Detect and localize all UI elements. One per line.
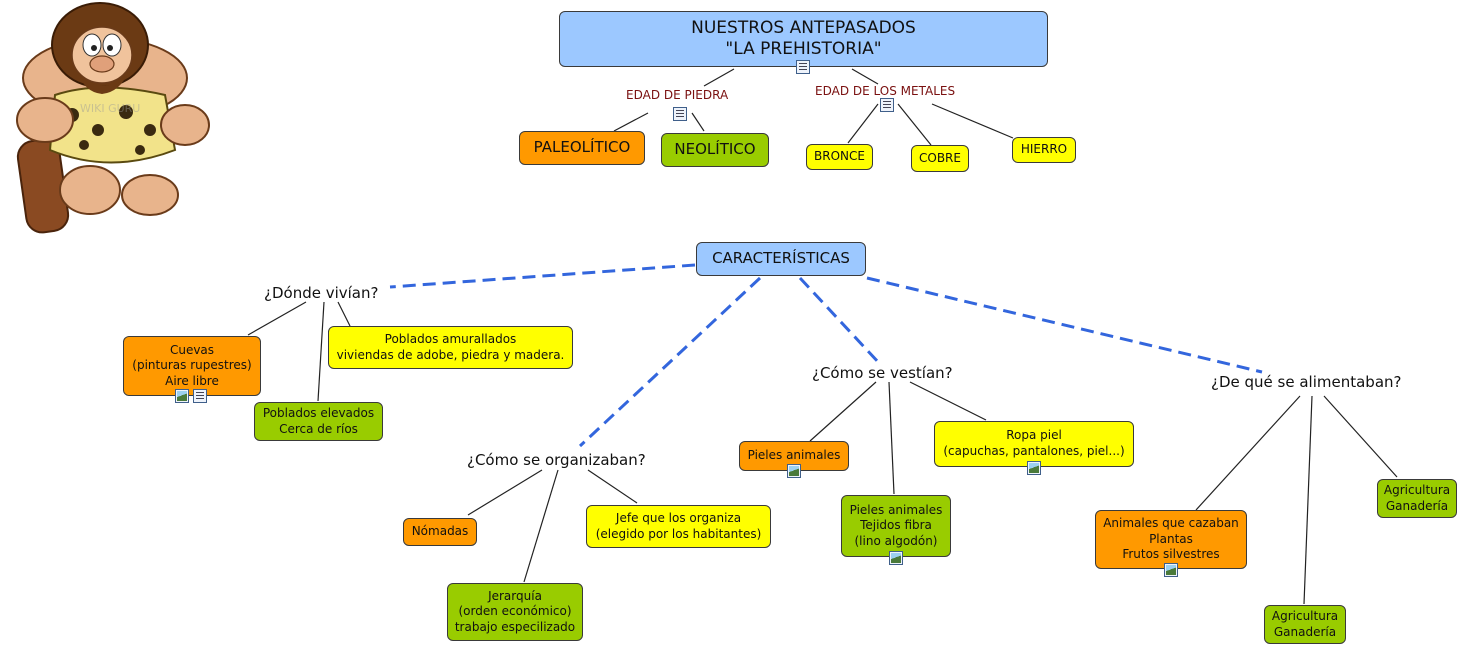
como-vestian-question[interactable]: ¿Cómo se vestían?	[812, 364, 953, 382]
link-vest-pieles	[809, 381, 877, 442]
jefe-node[interactable]: Jefe que los organiza (elegido por los h…	[586, 505, 771, 548]
document-icon[interactable]	[673, 107, 687, 121]
dashed-link-alimentaban	[866, 276, 1263, 374]
link-metales-hierro	[931, 103, 1014, 139]
root-title-line1: NUESTROS ANTEPASADOS	[691, 17, 916, 38]
jerarquia-node[interactable]: Jerarquía (orden económico) trabajo espe…	[447, 583, 583, 641]
link-org-nomadas	[467, 469, 543, 516]
dashed-link-donde	[389, 263, 696, 289]
paleolitico-node[interactable]: PALEOLÍTICO	[519, 131, 645, 165]
cobre-node[interactable]: COBRE	[911, 145, 969, 172]
dashed-link-organizaban	[578, 276, 762, 448]
link-donde-cuevas	[247, 301, 307, 336]
dashed-link-vestian	[798, 276, 882, 366]
nomadas-node[interactable]: Nómadas	[403, 518, 477, 546]
document-icon[interactable]	[880, 98, 894, 112]
image-icon[interactable]	[889, 551, 903, 565]
ropa-piel-node[interactable]: Ropa piel (capuchas, pantalones, piel...…	[934, 421, 1134, 467]
link-alim-animales	[1195, 395, 1301, 511]
hierro-node[interactable]: HIERRO	[1012, 137, 1076, 163]
edad-metales-label: EDAD DE LOS METALES	[815, 84, 956, 98]
link-vest-ropa	[909, 381, 987, 421]
animales-cazaban-node[interactable]: Animales que cazaban Plantas Frutos silv…	[1095, 510, 1247, 569]
link-org-jefe	[587, 469, 638, 504]
link-piedra-neolitico	[691, 112, 705, 132]
link-metales-bronce	[847, 103, 879, 144]
donde-vivian-question[interactable]: ¿Dónde vivían?	[264, 284, 379, 302]
link-donde-amurallados	[337, 301, 351, 327]
agricultura-ganaderia-node-1[interactable]: Agricultura Ganadería	[1377, 479, 1457, 518]
edad-piedra-label: EDAD DE PIEDRA	[626, 88, 729, 102]
como-organizaban-question[interactable]: ¿Cómo se organizaban?	[467, 451, 646, 469]
cuevas-node[interactable]: Cuevas (pinturas rupestres) Aire libre	[123, 336, 261, 396]
link-org-jerarquia	[523, 469, 559, 583]
root-node[interactable]: NUESTROS ANTEPASADOS "LA PREHISTORIA"	[559, 11, 1048, 67]
link-alim-agri2	[1303, 395, 1313, 605]
link-donde-elevados	[317, 301, 325, 402]
image-icon[interactable]	[787, 464, 801, 478]
image-icon[interactable]	[175, 389, 189, 403]
de-que-alimentaban-question[interactable]: ¿De qué se alimentaban?	[1211, 373, 1402, 391]
pieles-tejidos-node[interactable]: Pieles animales Tejidos fibra (lino algo…	[841, 495, 951, 557]
agricultura-ganaderia-node-2[interactable]: Agricultura Ganadería	[1264, 605, 1346, 644]
link-root-edad-piedra	[703, 68, 735, 87]
document-icon[interactable]	[193, 389, 207, 403]
link-metales-cobre	[897, 103, 932, 146]
link-vest-tejidos	[888, 381, 895, 495]
caracteristicas-node[interactable]: CARACTERÍSTICAS	[696, 242, 866, 276]
caveman-illustration: WIKI GURU	[16, 2, 210, 234]
poblados-amurallados-node[interactable]: Poblados amurallados viviendas de adobe,…	[328, 326, 573, 369]
watermark-text: WIKI GURU	[80, 102, 140, 115]
link-alim-agri1	[1323, 395, 1398, 478]
bronce-node[interactable]: BRONCE	[806, 144, 873, 170]
neolitico-node[interactable]: NEOLÍTICO	[661, 133, 769, 167]
image-icon[interactable]	[1164, 563, 1178, 577]
link-root-edad-metales	[851, 68, 879, 85]
link-piedra-paleolitico	[613, 112, 649, 132]
root-title-line2: "LA PREHISTORIA"	[725, 39, 882, 59]
poblados-elevados-node[interactable]: Poblados elevados Cerca de ríos	[254, 402, 383, 441]
image-icon[interactable]	[1027, 461, 1041, 475]
document-icon[interactable]	[796, 60, 810, 74]
